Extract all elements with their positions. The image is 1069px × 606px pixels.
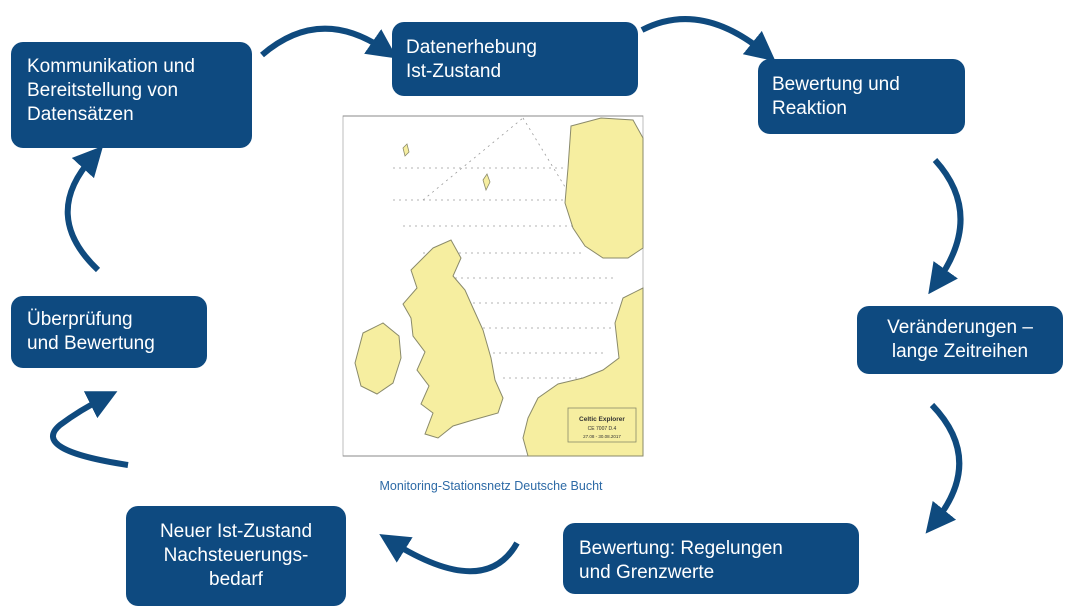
arrow-datenerhebung-to-bewertung: [640, 16, 776, 62]
map-legend: [567, 407, 637, 443]
arrow-kommunikation-to-datenerhebung: [260, 25, 398, 59]
land-great-britain: [402, 239, 504, 439]
map-caption: Monitoring-Stationsnetz Deutsche Bucht: [379, 479, 603, 493]
station-network-map: Celtic Explorer CE 7007 D.4 27.08 - 30.0…: [333, 108, 649, 471]
step-veraenderungen: Veränderungen – lange Zeitreihen: [857, 306, 1063, 374]
map-legend-line1: CE 7007 D.4: [588, 426, 617, 432]
step-datenerhebung: Datenerhebung Ist-Zustand: [392, 22, 638, 96]
arrow-neuer-to-ueberpruefung: [50, 391, 129, 468]
map-graphic: Celtic Explorer CE 7007 D.4 27.08 - 30.0…: [342, 115, 644, 457]
step-regelungen-grenzwerte: Bewertung: Regelungen und Grenzwerte: [563, 523, 859, 594]
map-legend-title: Celtic Explorer: [579, 416, 625, 423]
step-bewertung-reaktion: Bewertung und Reaktion: [758, 59, 965, 134]
arrow-regelungen-to-neuer: [379, 534, 520, 575]
arrow-bewertung-to-veraenderungen: [928, 157, 964, 295]
land-norway: [564, 117, 644, 259]
arrow-veraenderungen-to-regelungen: [925, 402, 963, 534]
step-kommunikation: Kommunikation und Bereitstellung von Dat…: [11, 42, 252, 148]
land-ireland: [354, 322, 402, 395]
arrow-ueberpruefung-to-kommunikation: [64, 145, 104, 273]
map-legend-line2: 27.08 - 30.08.2017: [583, 434, 621, 439]
step-ueberpruefung: Überprüfung und Bewertung: [11, 296, 207, 368]
step-neuer-ist-zustand: Neuer Ist-Zustand Nachsteuerungs- bedarf: [126, 506, 346, 606]
